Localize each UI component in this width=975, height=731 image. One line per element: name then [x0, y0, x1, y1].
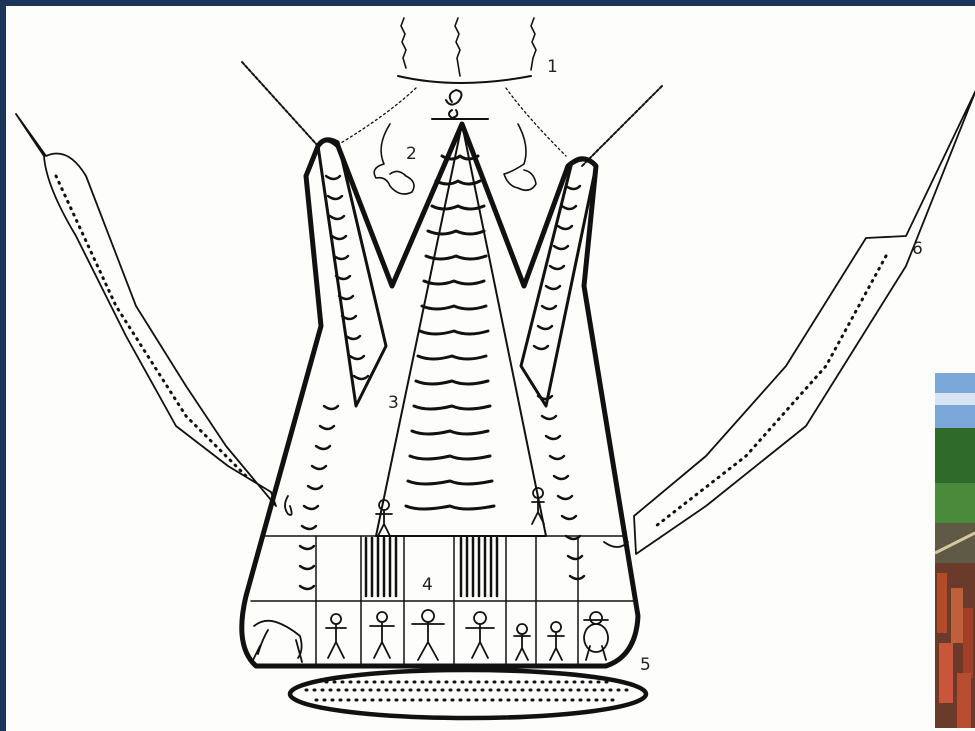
left-streamer: [16, 114, 276, 506]
suspension-left: [336, 88, 416, 146]
left-column-pattern: [300, 406, 338, 589]
label-3: 3: [388, 393, 399, 413]
animal-figure: [252, 621, 302, 662]
striped-panel-left: [366, 538, 396, 596]
striped-panel-right: [461, 538, 497, 596]
diagram-canvas: 1 2 3 4 5 6: [6, 6, 975, 731]
top-cord-left: [401, 18, 406, 68]
right-streamer-dots: [656, 256, 886, 526]
label-1: 1: [547, 57, 558, 77]
spiral-ornament: [446, 90, 462, 118]
left-notch-mark: [285, 496, 292, 515]
top-cord-right: [531, 18, 536, 70]
photo-art: [935, 373, 975, 728]
label-5: 5: [640, 655, 651, 675]
label-4: 4: [422, 575, 433, 595]
label-6: 6: [912, 239, 923, 259]
top-crossbar: [398, 76, 531, 83]
hanging-figure-right: [504, 124, 536, 190]
bottom-piece: [290, 670, 646, 718]
string-upper-right: [582, 86, 662, 166]
string-upper-left: [242, 62, 318, 146]
upper-figure-left: [376, 500, 392, 536]
suspension-right: [506, 88, 566, 156]
bottom-piece-dots: [306, 682, 630, 700]
right-leaf-pattern: [534, 186, 580, 349]
right-column-pattern: [538, 396, 584, 579]
left-streamer-dots: [56, 176, 246, 476]
central-spire: [376, 124, 546, 536]
label-2: 2: [406, 144, 417, 164]
photo-thumbnail: [935, 373, 975, 728]
shield-figure: [584, 612, 608, 660]
top-cord-middle: [455, 18, 460, 76]
structure-diagram: 1 2 3 4 5 6: [6, 6, 975, 731]
right-streamer: [634, 90, 975, 554]
